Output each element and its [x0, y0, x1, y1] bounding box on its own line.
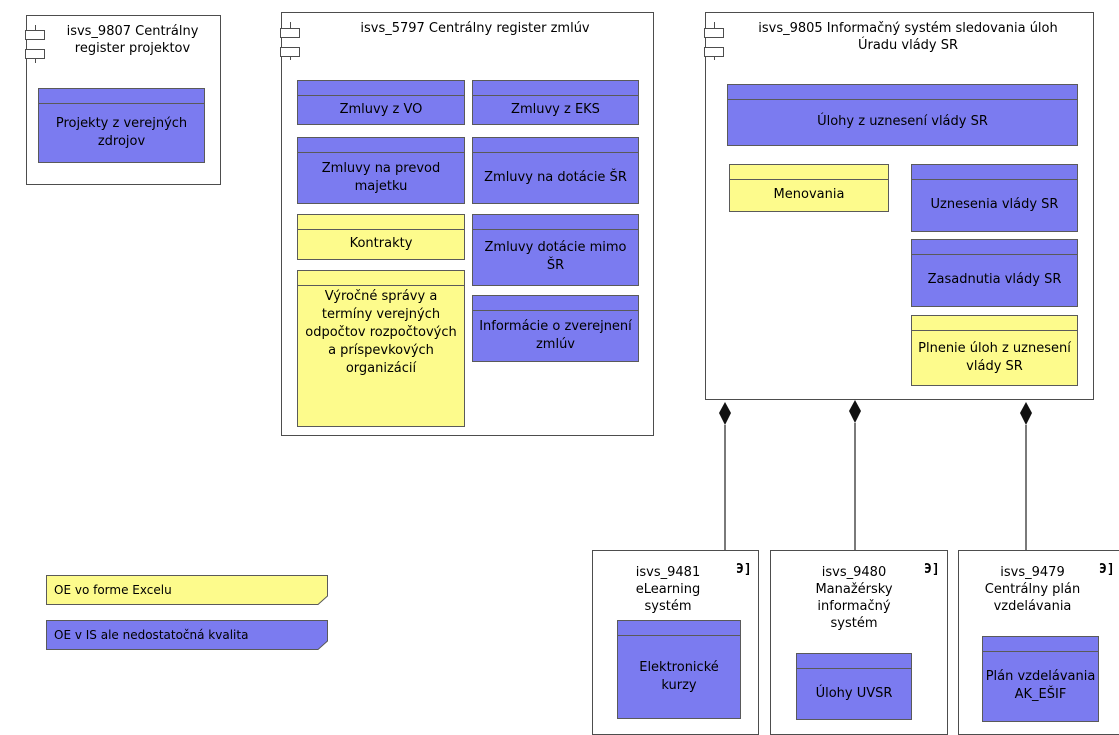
object-label: Výročné správy a termíny verejných odpoč…	[305, 289, 457, 376]
composition-diamond	[849, 400, 861, 423]
object-label: Plnenie úloh z uznesení vlády SR	[918, 340, 1071, 374]
object-label: Elektronické kurzy	[639, 659, 719, 693]
component-title: isvs_9479 Centrálny plán vzdelávania	[984, 565, 1081, 614]
object-label: Zasadnutia vlády SR	[927, 272, 1062, 287]
object-kontrakty[interactable]: Kontrakty	[297, 214, 465, 260]
component-icon: Э]	[1099, 562, 1115, 577]
object-label: Plán vzdelávania AK_EŠIF	[985, 669, 1096, 702]
object-label: Zmluvy z EKS	[511, 101, 600, 117]
legend-swatch-blue	[46, 620, 328, 650]
object-elektronicke-kurzy[interactable]: Elektronické kurzy	[617, 620, 741, 719]
component-icon: Э]	[736, 562, 752, 577]
component-icon: Э]	[924, 562, 940, 577]
object-label: Kontrakty	[349, 236, 413, 251]
object-label: Zmluvy z VO	[339, 101, 423, 117]
legend-label: OE v IS ale nedostatočná kvalita	[54, 628, 249, 642]
component-tab-icon	[25, 30, 45, 40]
object-label: Projekty z verejných zdrojov	[55, 115, 188, 149]
legend-kvalita: OE v IS ale nedostatočná kvalita	[46, 620, 328, 650]
component-tab-icon	[280, 28, 300, 38]
component-title: isvs_9481 eLearning systém	[635, 565, 701, 614]
component-title: isvs_9805 Informačný systém sledovania ú…	[758, 21, 1058, 53]
object-label: Zmluvy na dotácie ŠR	[484, 169, 627, 185]
object-prevod-majetku[interactable]: Zmluvy na prevod majetku	[297, 137, 465, 204]
object-label: Zmluvy dotácie mimo ŠR	[484, 240, 627, 273]
component-tab-icon	[704, 47, 724, 57]
object-zasadnutia-vlady[interactable]: Zasadnutia vlády SR	[911, 239, 1078, 307]
object-label: Úlohy UVSR	[815, 685, 893, 701]
component-title: isvs_9807 Centrálny register projektov	[66, 24, 199, 56]
object-plan-vzdelavania[interactable]: Plán vzdelávania AK_EŠIF	[982, 636, 1099, 722]
object-label: Zmluvy na prevod majetku	[321, 160, 441, 194]
object-ulohy-uvsr[interactable]: Úlohy UVSR	[796, 653, 912, 720]
legend-label: OE vo forme Excelu	[54, 583, 172, 597]
object-ulohy-uznesenia[interactable]: Úlohy z uznesení vlády SR	[727, 84, 1078, 146]
component-tab-icon	[704, 28, 724, 38]
object-label: Informácie o zverejnení zmlúv	[479, 318, 632, 352]
object-projekty[interactable]: Projekty z verejných zdrojov	[38, 88, 205, 163]
object-plnenie-uloh[interactable]: Plnenie úloh z uznesení vlády SR	[911, 315, 1078, 386]
object-label: Úlohy z uznesení vlády SR	[817, 114, 988, 129]
composition-diamond	[1020, 402, 1032, 425]
object-dotacie-mimo-sr[interactable]: Zmluvy dotácie mimo ŠR	[472, 214, 639, 286]
object-informacie-zverejnenie[interactable]: Informácie o zverejnení zmlúv	[472, 295, 639, 362]
object-label: Uznesenia vlády SR	[930, 197, 1059, 212]
component-tab-icon	[280, 47, 300, 57]
legend-excel: OE vo forme Excelu	[46, 575, 328, 605]
composition-diamond	[719, 402, 731, 425]
object-vyrocne-spravy[interactable]: Výročné správy a termíny verejných odpoč…	[297, 270, 465, 427]
object-zmluvy-vo[interactable]: Zmluvy z VO	[297, 80, 465, 125]
object-dotacie-sr[interactable]: Zmluvy na dotácie ŠR	[472, 137, 639, 204]
object-menovania[interactable]: Menovania	[729, 164, 889, 212]
object-uznesenia-vlady[interactable]: Uznesenia vlády SR	[911, 164, 1078, 232]
component-tab-icon	[25, 49, 45, 59]
object-label: Menovania	[773, 187, 845, 202]
object-zmluvy-eks[interactable]: Zmluvy z EKS	[472, 80, 639, 125]
component-title: isvs_5797 Centrálny register zmlúv	[360, 21, 590, 36]
legend-swatch-yellow	[46, 575, 328, 605]
component-title: isvs_9480 Manažérsky informačný systém	[815, 565, 893, 631]
